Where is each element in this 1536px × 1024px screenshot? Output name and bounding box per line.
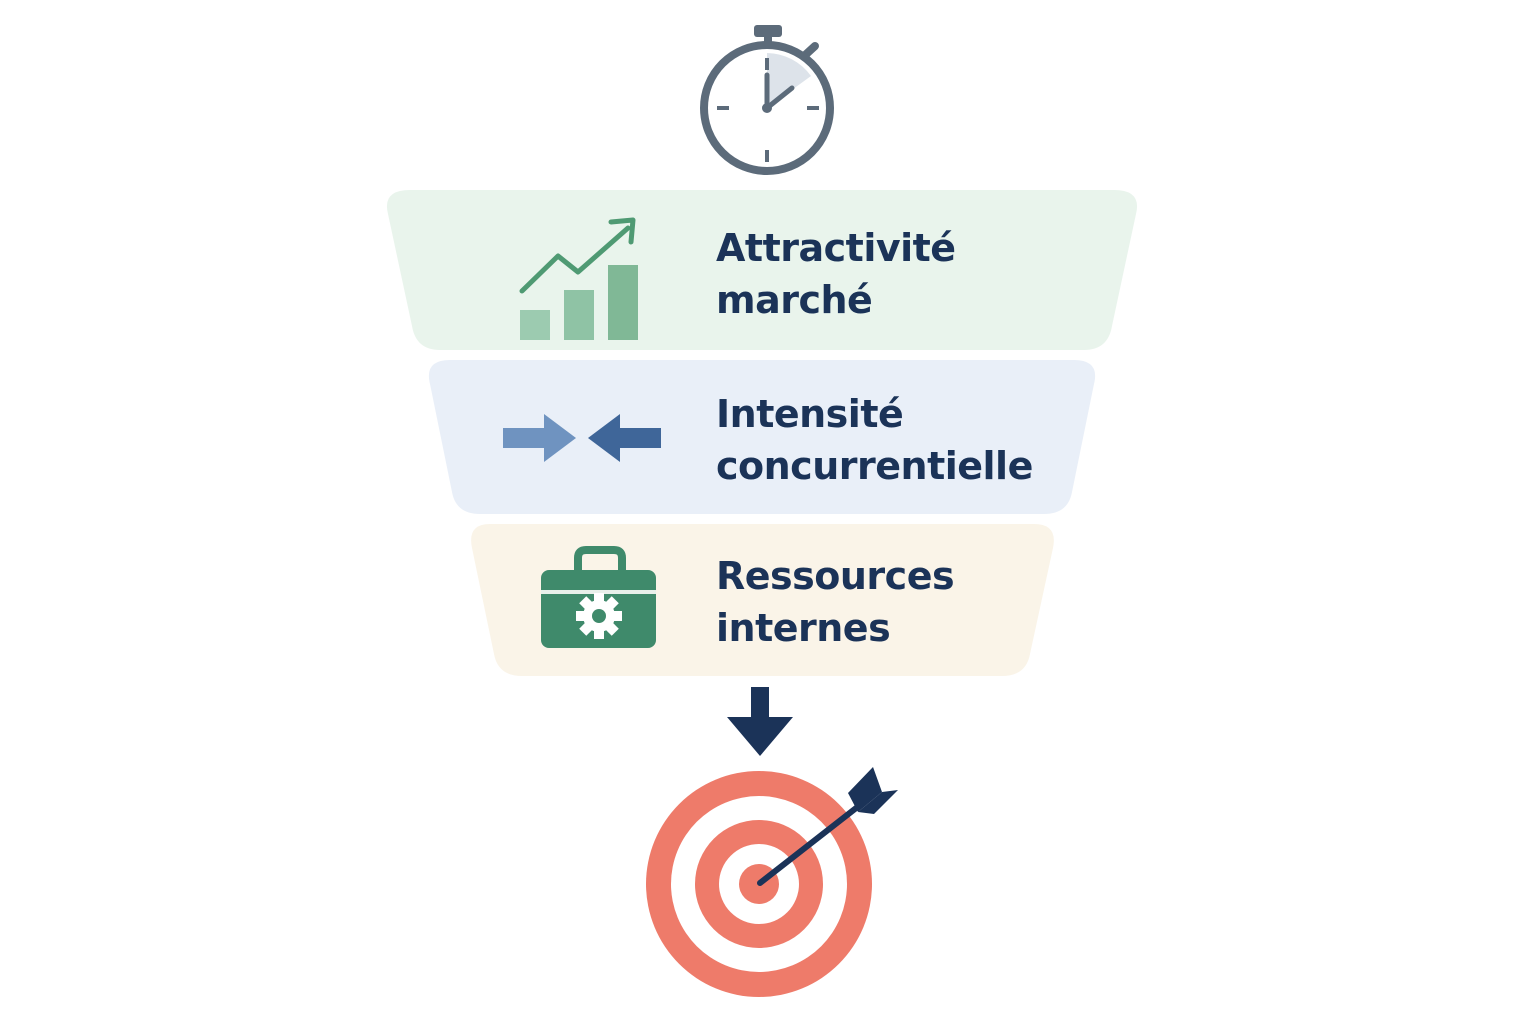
toolbox-gear-icon	[541, 546, 656, 648]
layer-competition-label: Intensité concurrentielle	[716, 388, 1033, 492]
layer-resources-line2: internes	[716, 606, 891, 650]
growth-chart-icon	[519, 217, 638, 340]
converging-arrows-icon	[503, 414, 661, 462]
down-arrow-icon	[727, 687, 793, 756]
layer-competition-band	[428, 360, 1096, 514]
layer-competition-line2: concurrentielle	[716, 444, 1033, 488]
layer-market-line2: marché	[716, 278, 873, 322]
layer-market-label: Attractivité marché	[716, 222, 956, 326]
layer-competition-line1: Intensité	[716, 392, 904, 436]
layer-resources-label: Ressources internes	[716, 550, 955, 654]
stopwatch-icon	[700, 25, 834, 175]
layer-market-line1: Attractivité	[716, 226, 956, 270]
target-with-arrow-icon	[646, 767, 898, 997]
layer-resources-line1: Ressources	[716, 554, 955, 598]
